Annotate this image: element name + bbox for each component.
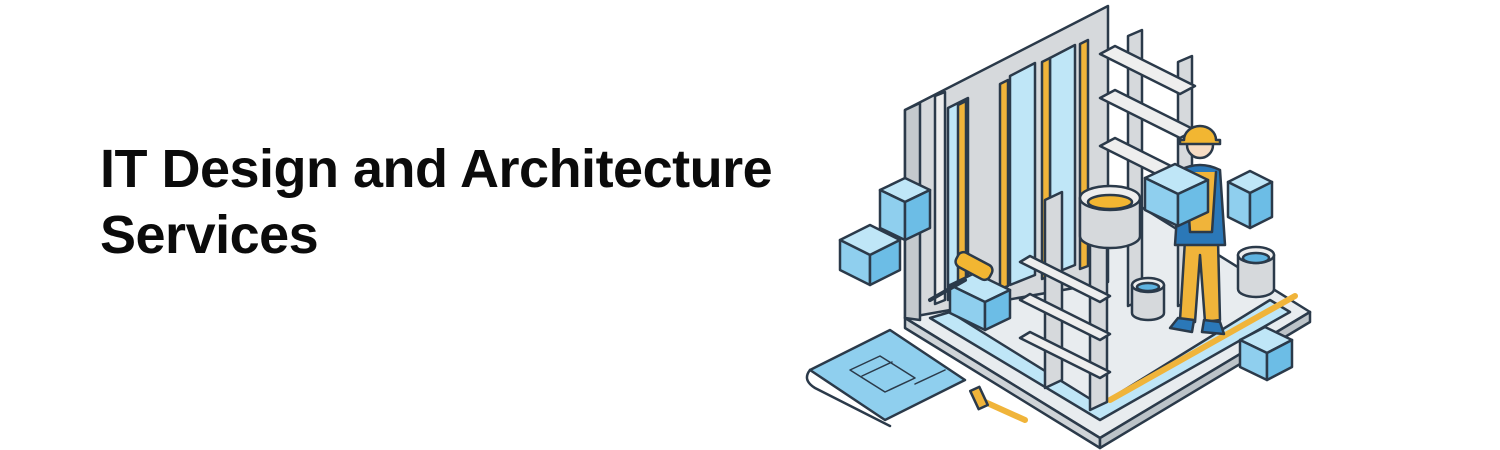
box-right [1226,169,1274,230]
title-line-1: IT Design and Architecture [100,139,773,199]
hammer-icon [968,385,1028,423]
title-line-2: Services [100,205,319,265]
box-stack-left [838,176,932,287]
paint-bucket-small-right [1236,245,1276,299]
box-front [1238,325,1294,382]
construction-illustration [805,4,1312,450]
paint-bucket-small-left [1130,276,1166,322]
paint-roller-icon [928,250,994,302]
back-wall [903,4,1110,322]
page-title: IT Design and Architecture Services [100,136,840,268]
blueprint-icon [805,328,967,428]
construction-worker-icon [1143,124,1227,336]
paint-bucket-large [1078,184,1142,250]
